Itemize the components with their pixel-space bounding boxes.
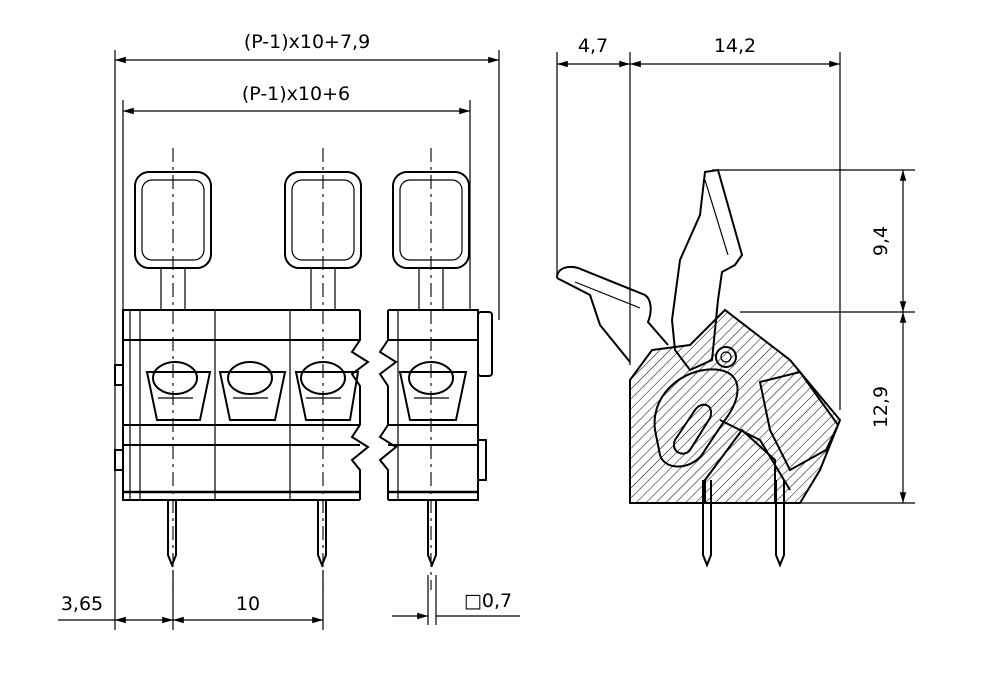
dimension-pin-size: □0,7 — [392, 590, 520, 620]
side-pin-2 — [775, 480, 785, 568]
lever — [670, 168, 744, 372]
overall-width-label: (P-1)x10+7,9 — [244, 31, 370, 53]
wire-entry-3 — [294, 361, 360, 421]
dimension-left-offset: 3,65 — [58, 593, 173, 624]
pin-3 — [427, 500, 437, 568]
pitch-label: 10 — [236, 593, 260, 615]
lever-depth-label: 4,7 — [578, 35, 608, 57]
body-depth-label: 14,2 — [714, 35, 756, 57]
tool-outline — [556, 265, 669, 363]
lever-height-label: 9,4 — [870, 226, 892, 256]
side-pin-1 — [702, 480, 712, 568]
wire-entry-4 — [398, 361, 468, 421]
pin-size-label: □0,7 — [464, 590, 512, 612]
inner-width-label: (P-1)x10+6 — [242, 83, 350, 105]
front-view: (P-1)x10+7,9 (P-1)x10+6 — [58, 31, 520, 630]
dimension-inner-width: (P-1)x10+6 — [123, 83, 470, 115]
housing-right — [388, 309, 493, 501]
dimension-body-depth: 14,2 — [630, 35, 840, 68]
break-line — [350, 310, 398, 500]
side-view: 4,7 14,2 9,4 12,9 — [556, 35, 915, 568]
pin-2 — [317, 500, 327, 568]
dimension-pitch: 10 — [173, 593, 323, 624]
body-height-label: 12,9 — [870, 386, 892, 428]
wire-entry-2 — [218, 361, 287, 421]
dimension-body-height: 12,9 — [870, 312, 907, 503]
dimension-overall-width: (P-1)x10+7,9 — [115, 31, 499, 64]
wire-entry-1 — [145, 361, 212, 421]
dimension-lever-depth: 4,7 — [557, 35, 630, 68]
left-offset-label: 3,65 — [61, 593, 103, 615]
dimension-lever-height: 9,4 — [870, 170, 907, 312]
pin-1 — [167, 500, 177, 568]
housing-left — [114, 309, 360, 501]
